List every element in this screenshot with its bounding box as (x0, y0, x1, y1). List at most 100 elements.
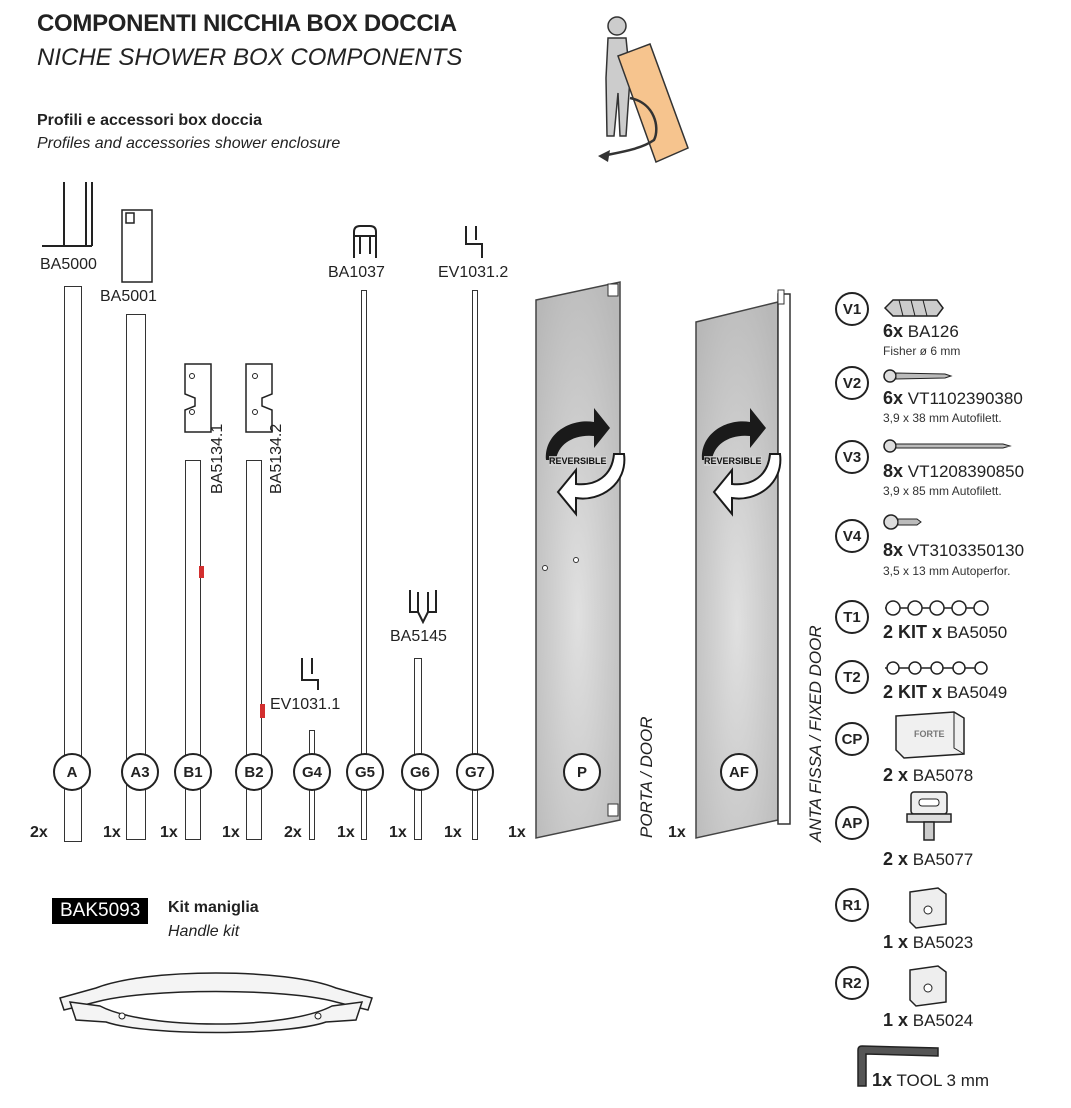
section-title: Profili e accessori box doccia (37, 112, 262, 129)
screw-38mm-icon (883, 369, 953, 383)
door-letter: P (563, 753, 601, 791)
accessory-v4-id: V4 (835, 519, 869, 553)
accessory-v4-qty: 8x (883, 540, 904, 560)
profile-b2-magnet (260, 704, 265, 718)
accessory-v1-desc: Fisher ø 6 mm (883, 344, 961, 358)
profile-g4-qty: 2x (284, 824, 302, 841)
profile-g6-bar (414, 658, 422, 840)
accessory-ap-code: BA5077 (912, 850, 974, 869)
accessory-t1-code: BA5050 (946, 623, 1008, 642)
profile-g5-qty: 1x (337, 824, 355, 841)
accessory-v2-desc: 3,9 x 38 mm Autofilett. (883, 411, 1002, 425)
accessory-v4-line: 8x VT3103350130 (883, 540, 1024, 561)
accessory-cp-code: BA5078 (912, 766, 974, 785)
accessory-v3-id: V3 (835, 440, 869, 474)
accessory-v1-code: BA126 (907, 322, 959, 341)
profile-b2-code: BA5134.2 (268, 423, 285, 494)
profile-b2-qty: 1x (222, 824, 240, 841)
accessory-ap-qty: 2 x (883, 849, 909, 869)
page-subtitle: NICHE SHOWER BOX COMPONENTS (37, 44, 463, 71)
door-reversible-arrows-icon (545, 408, 626, 517)
profile-g5-letter: G5 (346, 753, 384, 791)
fixed-door-reversible-arrows-icon (701, 408, 782, 517)
profile-g7-qty: 1x (444, 824, 462, 841)
profile-g5-bar (361, 290, 367, 840)
fixed-door-letter: AF (720, 753, 758, 791)
fixed-door-label: ANTA FISSA / FIXED DOOR (806, 625, 825, 842)
accessory-r1-line: 1 x BA5023 (883, 932, 973, 953)
screw-85mm-icon (883, 439, 1012, 453)
profile-g7-code: EV1031.2 (438, 264, 509, 281)
tool-qty: 1x (872, 1070, 893, 1090)
accessory-cp-id: CP (835, 722, 869, 756)
accessory-r2-code: BA5024 (912, 1011, 974, 1030)
accessory-ap-line: 2 x BA5077 (883, 849, 973, 870)
profile-b1-code: BA5134.1 (209, 423, 226, 494)
profile-g4-section-icon (301, 658, 319, 690)
profile-a-section-icon (42, 182, 93, 247)
profile-b1-section-icon (184, 363, 212, 433)
profile-a-bar (64, 286, 82, 842)
profile-g6-qty: 1x (389, 824, 407, 841)
profile-b1-qty: 1x (160, 824, 178, 841)
profile-b1-magnet (199, 566, 204, 578)
accessory-r2-line: 1 x BA5024 (883, 1010, 973, 1031)
handle-kit-code: BAK5093 (52, 898, 149, 924)
profile-a-qty: 2x (30, 824, 48, 841)
handle-icon (59, 972, 373, 1034)
profile-a3-section-icon (121, 209, 153, 283)
section-subtitle: Profiles and accessories shower enclosur… (37, 135, 341, 152)
door-label: PORTA / DOOR (637, 716, 656, 838)
anchor-plate-icon (906, 791, 952, 841)
accessory-t2-line: 2 KIT x BA5049 (883, 682, 1007, 703)
accessory-t2-id: T2 (835, 660, 869, 694)
door-reversible-label: REVERSIBLE (549, 456, 607, 466)
handle-kit-title: Kit maniglia (168, 899, 259, 916)
accessory-v3-qty: 8x (883, 461, 904, 481)
accessory-r2-id: R2 (835, 966, 869, 1000)
caps-strip-small-icon (885, 661, 988, 675)
accessory-v3-desc: 3,9 x 85 mm Autofilett. (883, 484, 1002, 498)
accessory-v2-line: 6x VT1102390380 (883, 388, 1023, 409)
profile-a-code: BA5000 (40, 256, 97, 273)
accessory-cp-qty: 2 x (883, 765, 909, 785)
profile-g4-code: EV1031.1 (270, 696, 341, 713)
wall-plug-icon (883, 299, 944, 317)
self-drilling-screw-icon (883, 514, 922, 530)
accessory-t2-code: BA5049 (946, 683, 1008, 702)
cover-plate-logo: FORTE (914, 729, 945, 739)
profile-g7-section-icon (465, 226, 483, 258)
accessory-v3-line: 8x VT1208390850 (883, 461, 1024, 482)
accessory-t2-qty: 2 KIT x (883, 682, 943, 702)
corner-bracket-r2-icon (909, 965, 947, 1007)
profile-g4-letter: G4 (293, 753, 331, 791)
page-title: COMPONENTI NICCHIA BOX DOCCIA (37, 10, 457, 37)
profile-a3-bar (126, 314, 146, 840)
profile-g7-bar (472, 290, 478, 840)
door-qty: 1x (508, 824, 526, 841)
profile-b2-letter: B2 (235, 753, 273, 791)
profile-g6-code: BA5145 (390, 628, 447, 645)
accessory-v4-desc: 3,5 x 13 mm Autoperfor. (883, 564, 1011, 578)
profile-b1-letter: B1 (174, 753, 212, 791)
accessory-v3-code: VT1208390850 (907, 462, 1025, 481)
profile-b2-section-icon (245, 363, 273, 433)
accessory-cp-line: 2 x BA5078 (883, 765, 973, 786)
allen-key-icon (857, 1045, 939, 1087)
accessory-v2-code: VT1102390380 (907, 389, 1023, 408)
accessory-v1-line: 6x BA126 (883, 321, 959, 342)
accessory-v4-code: VT3103350130 (907, 541, 1025, 560)
profile-b1-bar (185, 460, 201, 840)
tool-line: 1x TOOL 3 mm (872, 1070, 989, 1091)
fixed-door-reversible-label: REVERSIBLE (704, 456, 762, 466)
accessory-ap-id: AP (835, 806, 869, 840)
accessory-v2-id: V2 (835, 366, 869, 400)
accessory-r1-code: BA5023 (912, 933, 974, 952)
accessory-t1-qty: 2 KIT x (883, 622, 943, 642)
accessory-v1-id: V1 (835, 292, 869, 326)
profile-g5-code: BA1037 (328, 264, 385, 281)
profile-b2-bar (246, 460, 262, 840)
accessory-v2-qty: 6x (883, 388, 904, 408)
profile-a3-letter: A3 (121, 753, 159, 791)
profile-a3-code: BA5001 (100, 288, 157, 305)
